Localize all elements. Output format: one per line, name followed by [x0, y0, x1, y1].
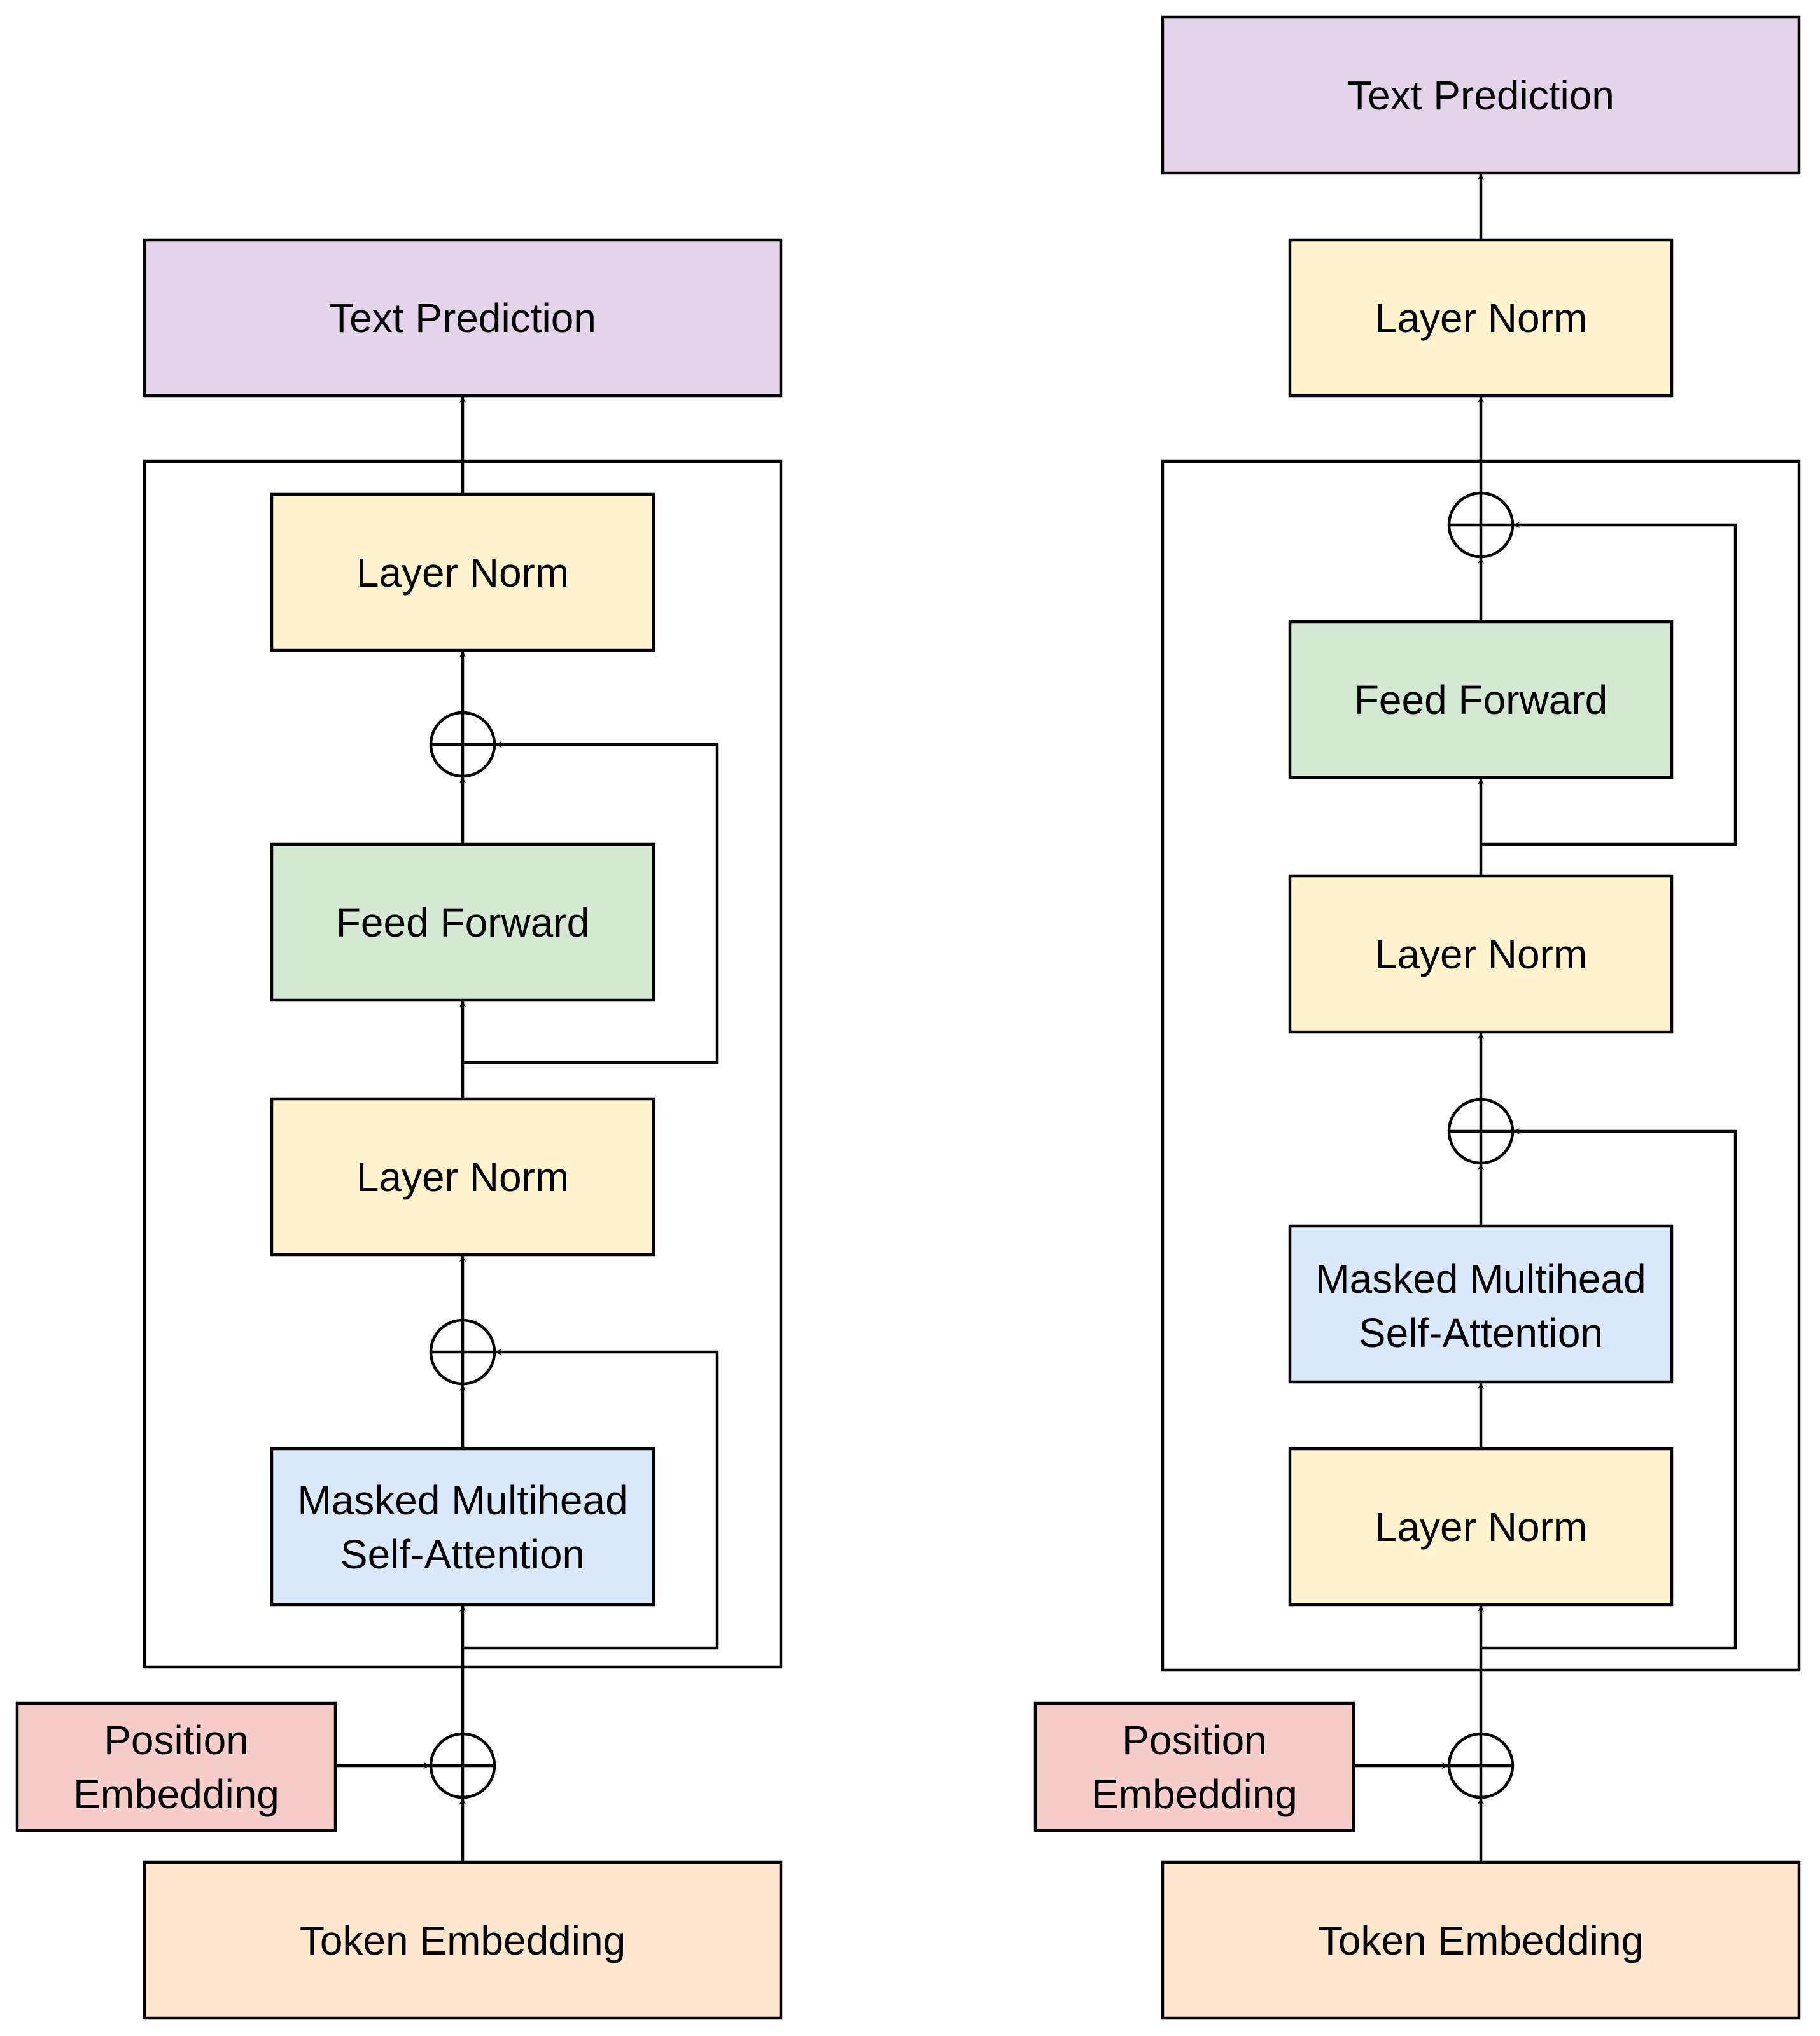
left-add-embedding [429, 1732, 496, 1799]
right-add-attention [1447, 1098, 1515, 1165]
right-layer-norm-mid-label: Layer Norm [1375, 931, 1587, 977]
left-feed-forward-box: Feed Forward [270, 842, 655, 1002]
right-attention-box: Masked Multihead Self-Attention [1288, 1224, 1674, 1384]
right-layer-norm-mid-box: Layer Norm [1288, 874, 1674, 1034]
right-attention-label-line1: Masked Multihead [1315, 1256, 1646, 1302]
right-token-embedding-box: Token Embedding [1161, 1860, 1801, 2020]
left-layer-norm-mid-label: Layer Norm [356, 1154, 569, 1200]
left-feed-forward-label: Feed Forward [336, 900, 589, 945]
left-layer-norm-mid-box: Layer Norm [270, 1097, 655, 1257]
left-attention-box: Masked Multihead Self-Attention [270, 1447, 655, 1607]
left-layer-norm-top-box: Layer Norm [270, 492, 655, 652]
pre-ln-transformer: Text Prediction Layer Norm Feed Forward … [1033, 15, 1801, 2020]
left-connections [335, 396, 719, 1861]
right-connections [1354, 174, 1737, 1861]
left-feed-forward-rect [270, 842, 655, 1002]
left-token-embedding-box: Token Embedding [143, 1860, 783, 2020]
left-position-label-line2: Embedding [73, 1771, 279, 1817]
left-attention-label-line2: Self-Attention [340, 1531, 585, 1577]
left-layer-norm-top-label: Layer Norm [356, 550, 569, 596]
left-text-prediction-rect [143, 238, 783, 398]
left-text-prediction-box: Text Prediction [143, 238, 783, 398]
right-layer-norm-bottom-label: Layer Norm [1375, 1504, 1587, 1550]
left-token-embedding-label: Token Embedding [300, 1918, 626, 1963]
left-layer-norm-mid-rect [270, 1097, 655, 1257]
left-position-label-line1: Position [104, 1717, 249, 1763]
residual-ffn [463, 741, 719, 1064]
right-text-prediction-label: Text Prediction [1347, 73, 1614, 118]
r-residual-ffn [1481, 522, 1737, 846]
post-ln-transformer: Text Prediction Layer Norm Feed Forward … [15, 238, 783, 2020]
right-position-embedding-rect [1033, 1701, 1355, 1832]
right-feed-forward-rect [1288, 620, 1674, 779]
left-layer-norm-top-rect [270, 492, 655, 652]
right-layer-norm-final-label: Layer Norm [1375, 295, 1587, 341]
right-token-embedding-rect [1161, 1860, 1801, 2020]
left-attention-rect [270, 1447, 655, 1607]
left-position-embedding-rect [15, 1701, 337, 1832]
left-position-embedding-box: Position Embedding [15, 1701, 337, 1832]
right-layer-norm-mid-rect [1288, 874, 1674, 1034]
right-layer-norm-bottom-rect [1288, 1447, 1674, 1607]
left-text-prediction-label: Text Prediction [329, 295, 596, 341]
r-residual-attention [1481, 1128, 1737, 1650]
right-layer-norm-final-box: Layer Norm [1288, 238, 1674, 398]
right-text-prediction-rect [1161, 15, 1801, 175]
right-text-prediction-box: Text Prediction [1161, 15, 1801, 175]
left-token-embedding-rect [143, 1860, 783, 2020]
right-position-label-line1: Position [1122, 1717, 1267, 1763]
right-feed-forward-box: Feed Forward [1288, 620, 1674, 779]
right-position-embedding-box: Position Embedding [1033, 1701, 1355, 1832]
left-add-ffn [429, 711, 496, 778]
residual-attention [463, 1349, 719, 1650]
right-token-embedding-label: Token Embedding [1318, 1918, 1644, 1963]
right-add-embedding [1447, 1732, 1515, 1799]
right-add-ffn [1447, 491, 1515, 559]
right-feed-forward-label: Feed Forward [1354, 677, 1607, 723]
right-attention-label-line2: Self-Attention [1359, 1310, 1603, 1356]
left-attention-label-line1: Masked Multihead [297, 1477, 627, 1523]
right-attention-rect [1288, 1224, 1674, 1384]
right-position-label-line2: Embedding [1091, 1771, 1298, 1817]
right-layer-norm-final-rect [1288, 238, 1674, 398]
left-add-attention [429, 1318, 496, 1386]
right-layer-norm-bottom-box: Layer Norm [1288, 1447, 1674, 1607]
